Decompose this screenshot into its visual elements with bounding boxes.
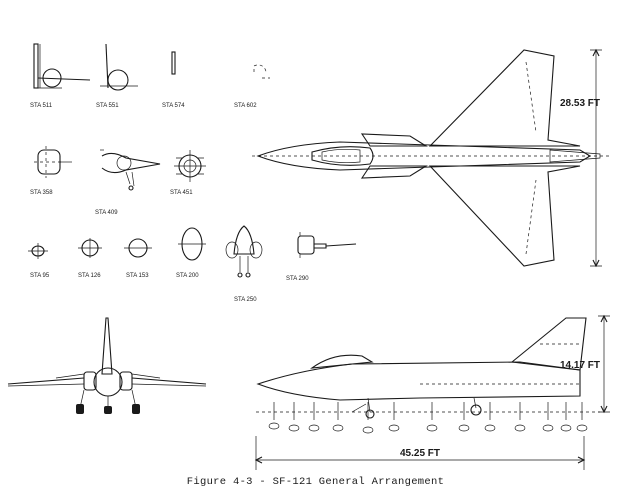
section-sta-574 [171, 51, 176, 75]
height-label: 14.17 FT [560, 360, 600, 371]
sta-409-label: STA 409 [95, 210, 118, 216]
height-dimension [598, 314, 610, 414]
section-sta-602 [253, 64, 270, 79]
sta-200-label: STA 200 [176, 273, 199, 279]
side-view [256, 317, 600, 419]
section-sta-451 [174, 150, 206, 182]
sta-511-label: STA 511 [30, 103, 53, 109]
sta-451-label: STA 451 [170, 190, 193, 196]
section-sta-409 [100, 149, 161, 191]
sta-95-label: STA 95 [30, 273, 50, 279]
sta-551-label: STA 551 [96, 103, 119, 109]
span-label: 28.53 FT [560, 98, 600, 109]
section-sta-250 [225, 225, 263, 278]
sta-153-label: STA 153 [126, 273, 149, 279]
sta-126-label: STA 126 [78, 273, 101, 279]
station-ticks [268, 402, 588, 434]
length-label: 45.25 FT [400, 448, 440, 459]
section-sta-290 [297, 232, 357, 258]
section-sta-511 [33, 43, 91, 89]
plan-view [252, 49, 612, 267]
sta-574-label: STA 574 [162, 103, 185, 109]
length-dimension [254, 436, 586, 470]
front-view [7, 317, 207, 414]
section-sta-358 [34, 146, 72, 178]
figure-caption: Figure 4-3 - SF-121 General Arrangement [186, 476, 445, 488]
span-dimension [590, 48, 602, 268]
sta-602-label: STA 602 [234, 103, 257, 109]
section-sta-200 [178, 227, 206, 261]
section-sta-551 [100, 43, 138, 91]
section-sta-153 [124, 238, 152, 258]
sta-290-label: STA 290 [286, 276, 309, 282]
sta-358-label: STA 358 [30, 190, 53, 196]
section-sta-126 [78, 238, 102, 258]
sta-250-label: STA 250 [234, 297, 257, 303]
section-sta-95 [28, 243, 48, 259]
